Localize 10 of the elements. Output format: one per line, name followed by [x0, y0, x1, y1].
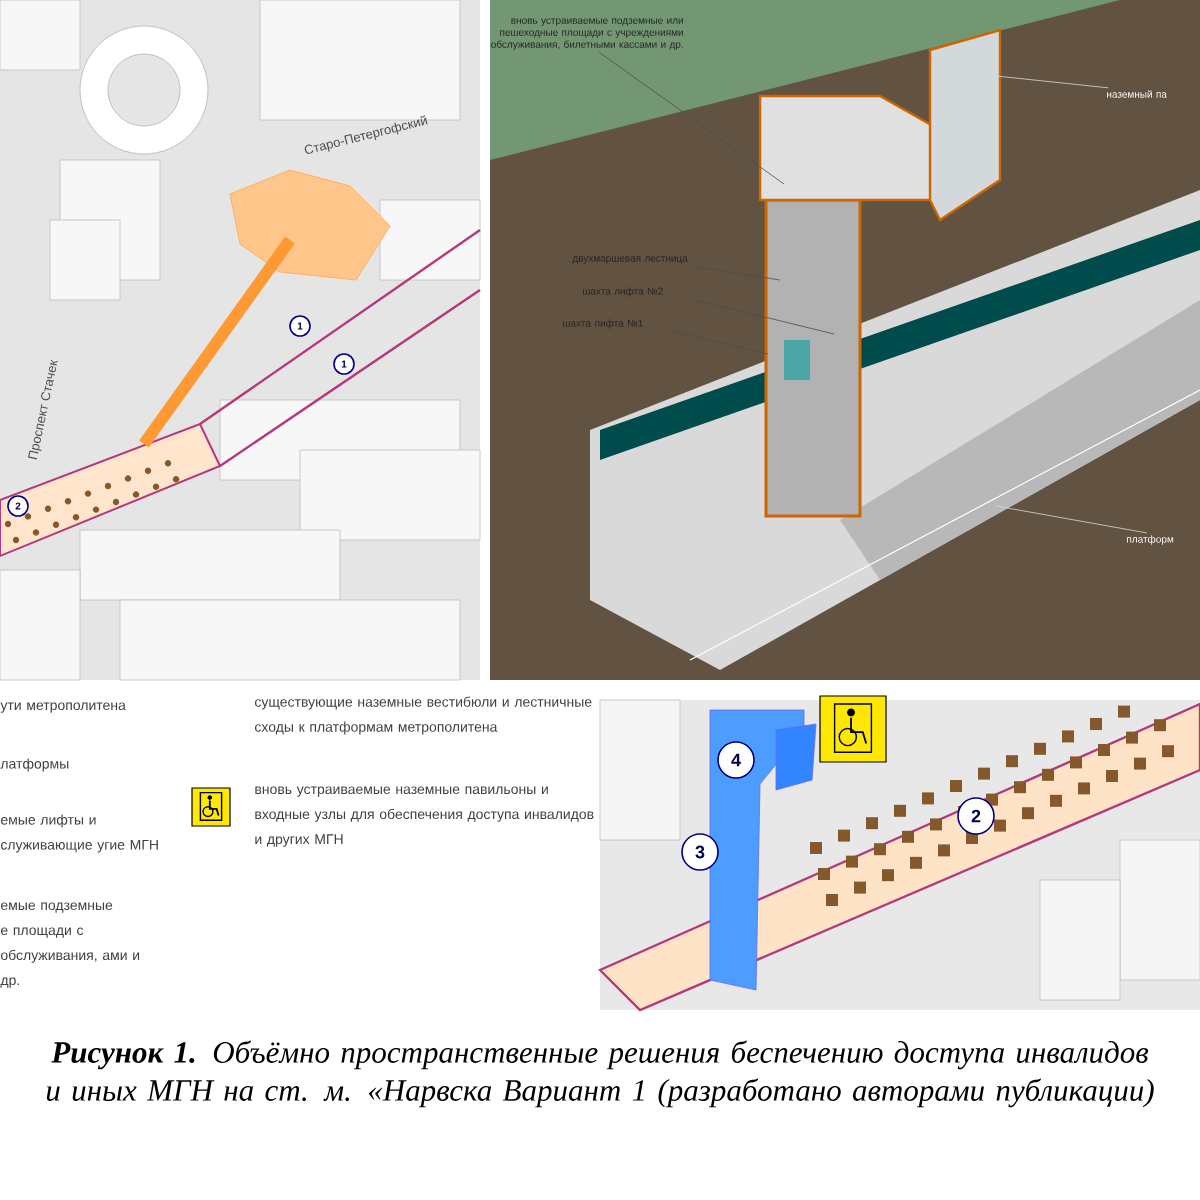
callout-number: 3 — [681, 833, 719, 871]
leader-line — [995, 505, 1148, 534]
leader-line — [671, 330, 769, 355]
callout-number: 2 — [957, 797, 995, 835]
leader-line — [690, 298, 835, 335]
leader-line — [691, 265, 781, 281]
leader-line — [598, 51, 785, 185]
caption: Рисунок 1. Объёмно пространственные решения беспечению доступа инвалидов и иных МГН на ст. м. «Нарвска Вариант 1 (разработано авторами публикации) — [46, 1040, 1154, 1108]
callout-number: 4 — [717, 741, 755, 779]
leader-line — [995, 75, 1109, 89]
